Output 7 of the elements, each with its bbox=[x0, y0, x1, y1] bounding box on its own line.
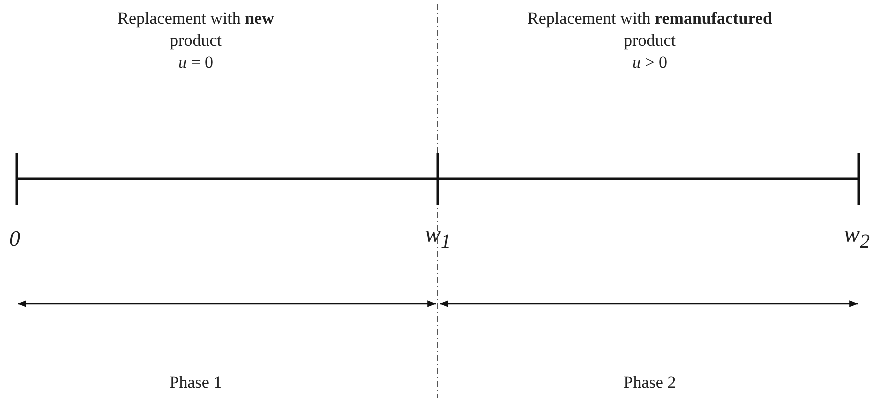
condition-text: u = 0 bbox=[177, 52, 215, 74]
tick-label: 0 bbox=[8, 228, 22, 250]
condition-text: u > 0 bbox=[631, 52, 669, 74]
phase-label: Phase 1 bbox=[168, 372, 224, 394]
tick-label: w$_{1}$ bbox=[424, 224, 452, 253]
phase-label: Phase 2 bbox=[622, 372, 678, 394]
tick-label: w$_{2}$ bbox=[842, 224, 871, 253]
